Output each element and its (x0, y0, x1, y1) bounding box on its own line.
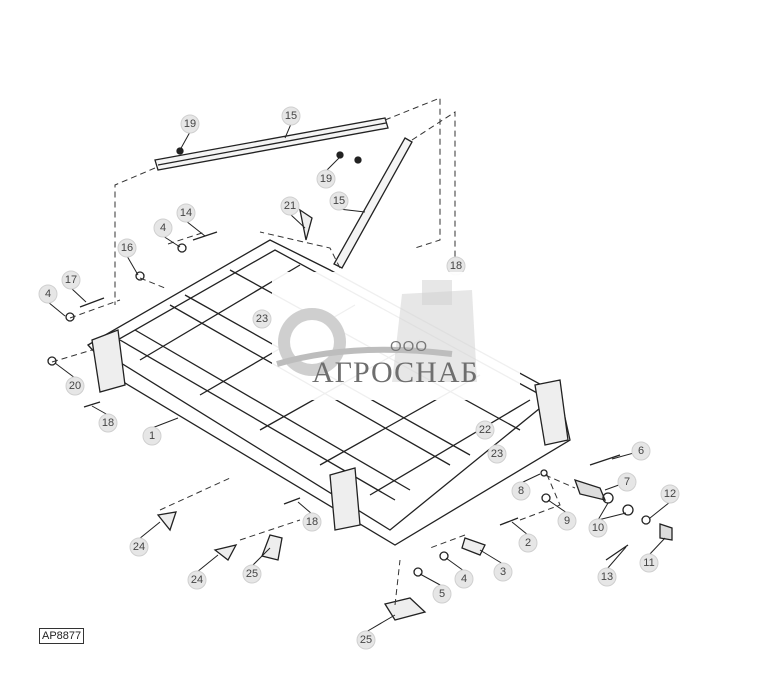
svg-text:16: 16 (121, 242, 133, 254)
watermark: ООО АГРОСНАБ (272, 272, 520, 400)
callout-21: 21 (280, 196, 300, 216)
svg-text:21: 21 (284, 200, 296, 212)
callout-5: 5 (432, 584, 452, 604)
svg-text:15: 15 (333, 195, 345, 207)
callout-22: 22 (475, 420, 495, 440)
svg-text:19: 19 (320, 173, 332, 185)
callout-23: 23 (252, 309, 272, 329)
svg-text:4: 4 (160, 222, 166, 234)
svg-text:9: 9 (564, 515, 570, 527)
callout-12: 12 (660, 484, 680, 504)
watermark-company-name: АГРОСНАБ (312, 356, 479, 389)
svg-text:4: 4 (461, 573, 467, 585)
callout-16: 16 (117, 238, 137, 258)
callout-3: 3 (493, 562, 513, 582)
svg-text:1: 1 (149, 430, 155, 442)
callout-15: 15 (329, 191, 349, 211)
callout-4: 4 (153, 218, 173, 238)
svg-text:19: 19 (184, 118, 196, 130)
svg-text:13: 13 (601, 571, 613, 583)
svg-text:18: 18 (102, 417, 114, 429)
callout-10: 10 (588, 518, 608, 538)
svg-text:2: 2 (525, 537, 531, 549)
callout-4: 4 (38, 284, 58, 304)
callout-17: 17 (61, 270, 81, 290)
callout-6: 6 (631, 441, 651, 461)
svg-text:14: 14 (180, 207, 192, 219)
callout-19: 19 (316, 169, 336, 189)
svg-text:20: 20 (69, 380, 81, 392)
svg-text:5: 5 (439, 588, 445, 600)
svg-text:17: 17 (65, 274, 77, 286)
callout-2: 2 (518, 533, 538, 553)
callout-19: 19 (180, 114, 200, 134)
watermark-prefix: ООО (390, 338, 429, 355)
svg-text:10: 10 (592, 522, 604, 534)
callout-leader-lines (47, 123, 671, 633)
callout-25: 25 (356, 630, 376, 650)
callout-18: 18 (446, 256, 466, 276)
svg-text:6: 6 (638, 445, 644, 457)
callout-25: 25 (242, 564, 262, 584)
svg-text:25: 25 (360, 634, 372, 646)
assembly-dash-lines (51, 97, 576, 606)
callout-11: 11 (639, 553, 659, 573)
svg-text:15: 15 (285, 110, 297, 122)
svg-text:18: 18 (306, 516, 318, 528)
svg-text:22: 22 (479, 424, 491, 436)
callout-14: 14 (176, 203, 196, 223)
svg-text:11: 11 (643, 557, 654, 569)
callout-13: 13 (597, 567, 617, 587)
svg-text:25: 25 (246, 568, 258, 580)
svg-text:3: 3 (500, 566, 506, 578)
callout-7: 7 (617, 472, 637, 492)
callout-1: 1 (142, 426, 162, 446)
svg-text:8: 8 (518, 485, 524, 497)
svg-text:4: 4 (45, 288, 51, 300)
callout-24: 24 (129, 537, 149, 557)
callout-4: 4 (454, 569, 474, 589)
svg-text:23: 23 (491, 448, 503, 460)
svg-text:24: 24 (191, 574, 203, 586)
figure-reference-code: AP8877 (39, 628, 85, 644)
svg-text:12: 12 (664, 488, 676, 500)
callout-23: 23 (487, 444, 507, 464)
svg-text:24: 24 (133, 541, 145, 553)
callout-20: 20 (65, 376, 85, 396)
svg-text:7: 7 (624, 476, 630, 488)
callout-9: 9 (557, 511, 577, 531)
callout-8: 8 (511, 481, 531, 501)
callout-18: 18 (302, 512, 322, 532)
callout-15: 15 (281, 106, 301, 126)
gear-combine-logo-icon (276, 280, 477, 382)
callout-18: 18 (98, 413, 118, 433)
svg-text:23: 23 (256, 313, 268, 325)
svg-text:18: 18 (450, 260, 462, 272)
callout-24: 24 (187, 570, 207, 590)
